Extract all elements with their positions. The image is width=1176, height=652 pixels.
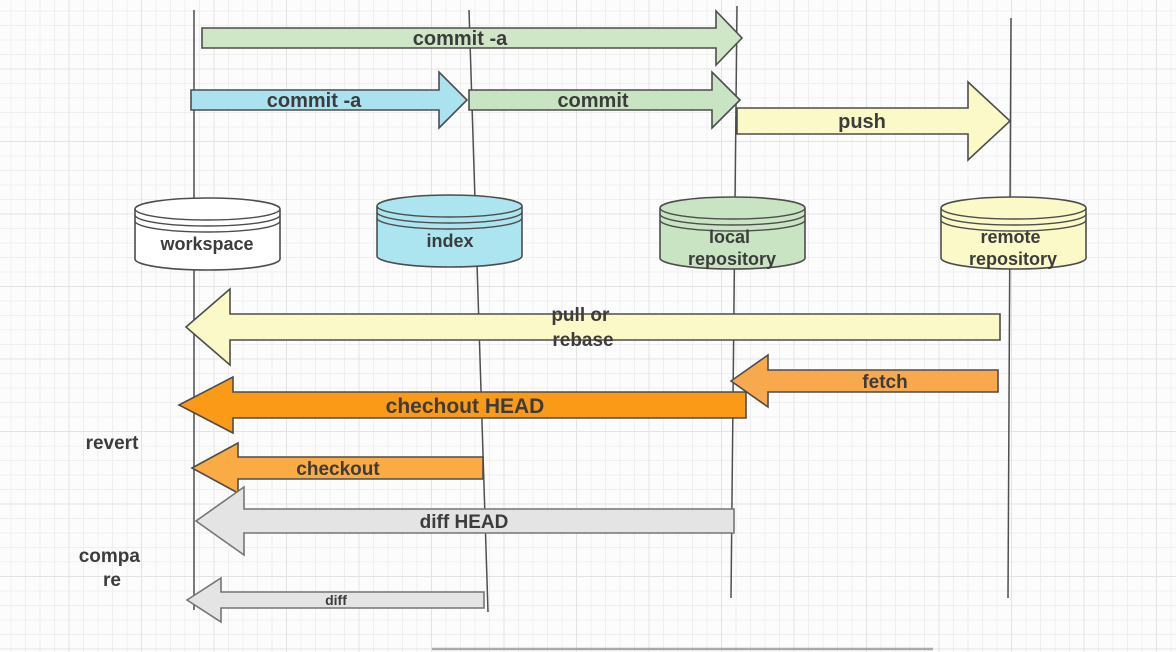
commit-a-workspace-to-local-arrow: commit -a xyxy=(201,9,744,67)
diff-arrow: diff xyxy=(185,576,485,624)
push-arrow-shape xyxy=(736,80,1012,162)
index-cylinder-rings xyxy=(376,205,523,230)
pull-or-rebase-label-line1: pull or xyxy=(551,305,610,326)
diff-head-arrow: diff HEAD xyxy=(194,485,735,557)
commit-a-workspace-to-index-arrow: commit -a xyxy=(190,70,469,130)
checkout-arrow: checkout xyxy=(190,441,484,495)
workspace-cylinder-rings xyxy=(134,208,281,233)
remote-repository-label-line2: repository xyxy=(969,249,1057,269)
fetch-arrow-shape xyxy=(729,353,999,409)
checkout-arrow-label: checkout xyxy=(296,459,380,480)
compare-label-line2: re xyxy=(103,570,121,591)
pull-or-rebase-arrow-label: pull or rebase xyxy=(551,305,614,351)
chechout-head-arrow-shape xyxy=(177,375,747,435)
commit-a-arrow-shape xyxy=(190,70,469,130)
local-repository-cylinder xyxy=(659,196,806,270)
local-repository-label-line1: local xyxy=(709,227,750,247)
chechout-head-arrow-label: chechout HEAD xyxy=(386,395,545,418)
commit-arrow: commit xyxy=(468,70,742,130)
local-repository-cylinder-rings xyxy=(659,207,806,232)
push-arrow: push xyxy=(736,80,1012,162)
pull-or-rebase-arrow-shape xyxy=(184,287,1001,367)
pull-or-rebase-arrow: pull or rebase xyxy=(184,287,1001,367)
local-repository-label-line2: repository xyxy=(688,249,776,269)
commit-a-top-arrow-label: commit -a xyxy=(413,28,508,50)
local-repository-node-label: local repository xyxy=(688,227,776,269)
remote-repository-node-label: remote repository xyxy=(969,227,1057,269)
diff-arrow-shape xyxy=(185,576,485,624)
local-repository-node: local repository xyxy=(659,196,806,270)
commit-a-arrow-label: commit -a xyxy=(267,90,362,112)
compare-label: compa re xyxy=(79,546,146,591)
commit-arrow-label: commit xyxy=(557,90,628,112)
remote-repository-node: remote repository xyxy=(940,196,1087,270)
chechout-head-arrow: chechout HEAD xyxy=(177,375,747,435)
index-node: index xyxy=(376,194,523,268)
revert-label: revert xyxy=(86,433,139,454)
fetch-arrow-label: fetch xyxy=(862,372,907,393)
remote-repository-lifeline xyxy=(1007,17,1012,599)
remote-repository-label-line1: remote xyxy=(980,227,1040,247)
diff-arrow-label: diff xyxy=(325,592,347,608)
commit-a-top-arrow-shape xyxy=(201,9,744,67)
pull-or-rebase-label-line2: rebase xyxy=(552,330,613,351)
workspace-node: workspace xyxy=(134,197,281,271)
workspace-node-label: workspace xyxy=(159,234,253,254)
remote-repository-cylinder-rings xyxy=(940,207,1087,232)
push-arrow-label: push xyxy=(838,111,886,133)
workspace-cylinder xyxy=(134,197,281,271)
index-cylinder xyxy=(376,194,523,268)
diff-head-arrow-label: diff HEAD xyxy=(420,512,509,533)
compare-label-line1: compa xyxy=(79,546,141,567)
fetch-arrow: fetch xyxy=(729,353,999,409)
remote-repository-cylinder xyxy=(940,196,1087,270)
index-node-label: index xyxy=(426,231,473,251)
commit-arrow-shape xyxy=(468,70,742,130)
diff-head-arrow-shape xyxy=(194,485,735,557)
